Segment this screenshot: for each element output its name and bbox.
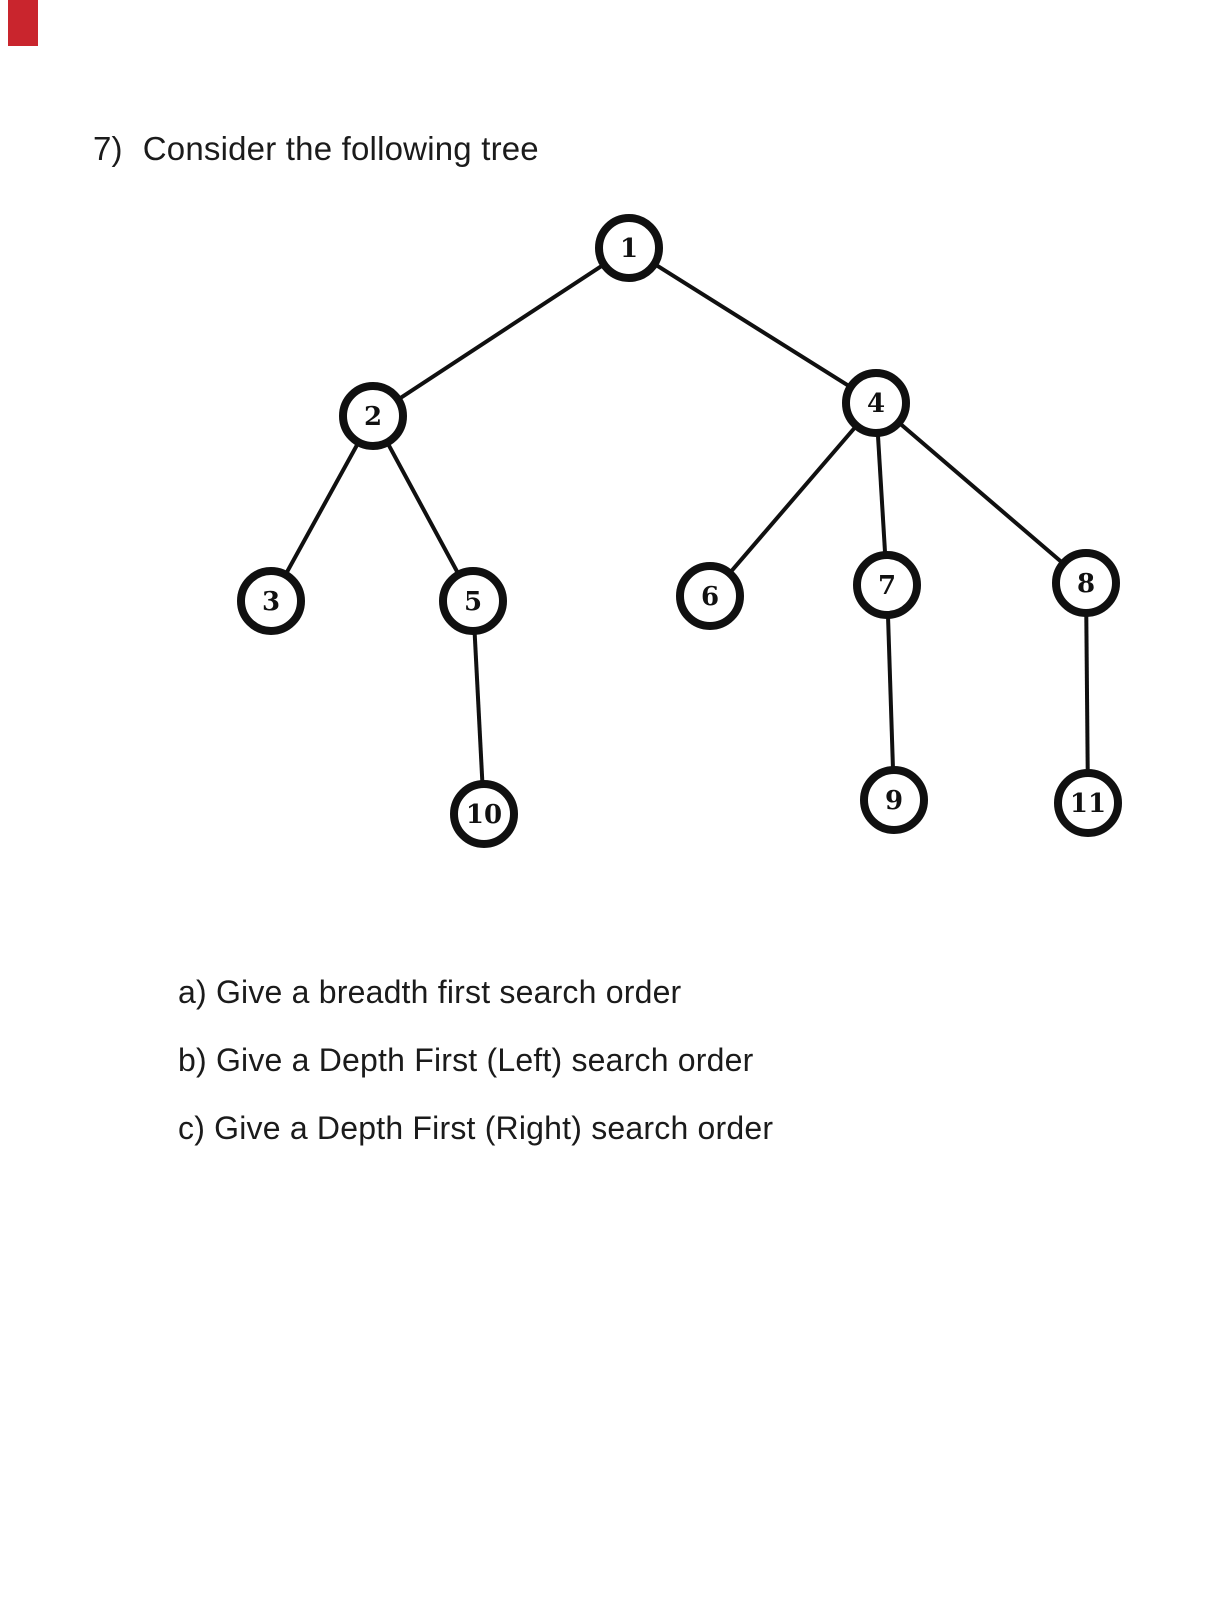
tree-edge-7-9	[885, 584, 896, 801]
tree-node-label-11: 11	[1070, 789, 1106, 819]
question-a: a) Give a breadth first search order	[178, 974, 682, 1010]
tree-node-9	[860, 766, 928, 834]
tree-node-label-10: 10	[466, 800, 502, 830]
tree-edge-1-2	[371, 246, 631, 418]
sub-questions: a) Give a breadth first search order b) …	[178, 974, 773, 1178]
tree-node-label-6: 6	[701, 582, 719, 612]
tree-node-label-2: 2	[364, 402, 382, 432]
question-title: 7) Consider the following tree	[93, 130, 539, 168]
tree-edge-2-5	[371, 415, 475, 602]
tree-edge-8-11	[1084, 582, 1090, 804]
tree-node-4	[842, 369, 910, 437]
tree-node-label-4: 4	[867, 389, 885, 419]
tree-node-1	[595, 214, 663, 282]
tree-edge-2-3	[269, 415, 375, 602]
question-number: 7)	[93, 130, 123, 167]
question-title-text: Consider the following tree	[142, 130, 539, 167]
tree-node-2	[339, 382, 407, 450]
tree-node-11	[1054, 769, 1122, 837]
tree-node-8	[1052, 549, 1120, 617]
tree-edge-4-6	[708, 401, 878, 598]
tree-node-label-8: 8	[1077, 569, 1095, 599]
red-corner-mark	[8, 0, 38, 46]
tree-node-6	[676, 562, 744, 630]
tree-node-label-5: 5	[464, 587, 482, 617]
tree-edge-1-4	[627, 246, 878, 405]
tree-node-3	[237, 567, 305, 635]
tree-node-label-3: 3	[262, 587, 280, 617]
tree-edge-4-8	[874, 401, 1088, 585]
tree-node-label-7: 7	[878, 571, 896, 601]
tree-node-5	[439, 567, 507, 635]
tree-node-10	[450, 780, 518, 848]
tree-node-label-1: 1	[620, 234, 638, 264]
tree-edge-5-10	[471, 600, 486, 815]
question-c: c) Give a Depth First (Right) search ord…	[178, 1110, 774, 1146]
tree-node-7	[853, 551, 921, 619]
tree-node-label-9: 9	[885, 786, 903, 816]
question-b: b) Give a Depth First (Left) search orde…	[178, 1042, 754, 1078]
